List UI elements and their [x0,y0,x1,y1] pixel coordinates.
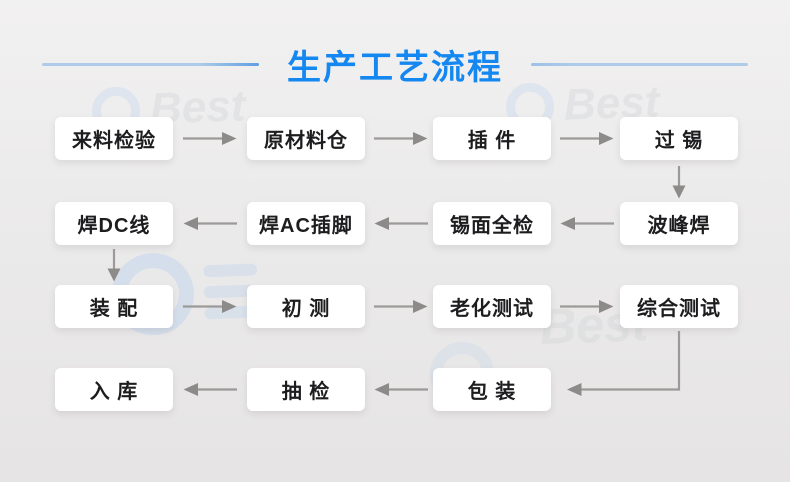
arrow-right-icon [183,132,237,145]
title-decoration-line-left [42,63,259,66]
title-row: 生产工艺流程 [0,40,790,89]
title-decoration-line-right [531,63,748,66]
arrow-right-icon [560,132,614,145]
arrow-right-icon [374,132,428,145]
flow-box-sampling-inspection: 抽 检 [247,368,365,411]
arrow-right-icon [560,300,614,313]
arrow-down-icon [672,166,686,199]
flow-box-incoming-inspection: 来料检验 [55,117,173,160]
flow-box-component-insertion: 插 件 [433,117,551,160]
page-title: 生产工艺流程 [287,49,503,87]
flow-box-solder-ac-pins: 焊AC插脚 [247,202,365,245]
flow-box-tinning: 过 锡 [620,117,738,160]
arrow-left-icon [560,217,614,230]
flow-box-solder-dc-wire: 焊DC线 [55,202,173,245]
arrow-left-icon [374,383,428,396]
arrow-right-icon [374,300,428,313]
arrow-left-icon [374,217,428,230]
arrow-right-icon [183,300,237,313]
elbow-arrow-down-left-icon [567,331,681,396]
flow-box-wave-soldering: 波峰焊 [620,202,738,245]
flow-box-comprehensive-test: 综合测试 [620,285,738,328]
flow-box-tin-surface-full-inspection: 锡面全检 [433,202,551,245]
flow-box-aging-test: 老化测试 [433,285,551,328]
arrow-down-icon [107,249,121,282]
arrow-left-icon [183,217,237,230]
flow-box-assembly: 装 配 [55,285,173,328]
flow-box-packaging: 包 装 [433,368,551,411]
flow-box-raw-material-warehouse: 原材料仓 [247,117,365,160]
flow-box-initial-test: 初 测 [247,285,365,328]
flow-box-warehousing: 入 库 [55,368,173,411]
arrow-left-icon [183,383,237,396]
